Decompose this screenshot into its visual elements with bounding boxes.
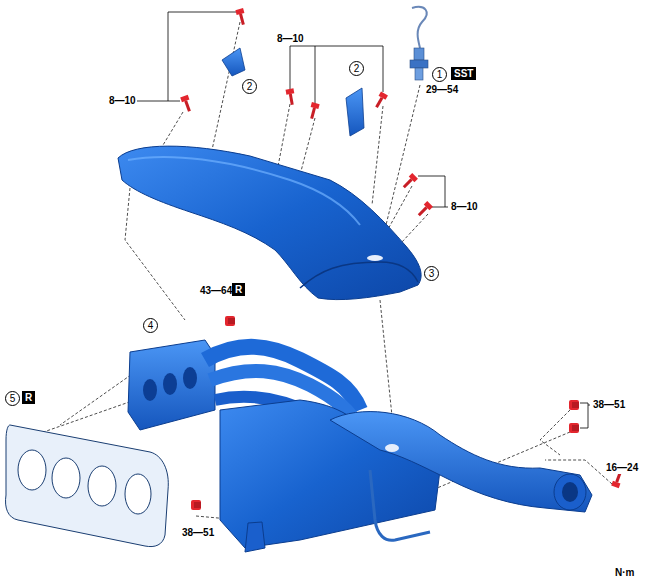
- heat-shield: [118, 146, 421, 299]
- callout-number: 3: [424, 266, 439, 281]
- callout-number: 2: [349, 61, 364, 76]
- torque-value: 38—51: [181, 527, 215, 539]
- torque-value: 38—51: [592, 399, 626, 411]
- replace-badge: R: [22, 391, 35, 404]
- torque-value: 8—10: [276, 33, 305, 45]
- oxygen-sensor: [410, 7, 428, 80]
- replace-badge: R: [232, 283, 245, 296]
- unit-label: N·m: [614, 567, 635, 579]
- bracket: [222, 48, 245, 76]
- tool-badge: SST: [451, 67, 476, 80]
- torque-value: 29—54: [425, 84, 459, 96]
- torque-value: 43—64: [199, 285, 233, 297]
- callout-number: 5: [5, 391, 20, 406]
- torque-value: 16—24: [605, 462, 639, 474]
- torque-value: 8—10: [108, 95, 137, 107]
- callout-number: 4: [143, 318, 158, 333]
- callout-number: 1: [432, 67, 447, 82]
- exhaust-manifold: [128, 340, 592, 552]
- gasket: [6, 425, 169, 547]
- bracket: [346, 88, 364, 136]
- callout-number: 2: [242, 79, 257, 94]
- torque-value: 8—10: [450, 201, 479, 213]
